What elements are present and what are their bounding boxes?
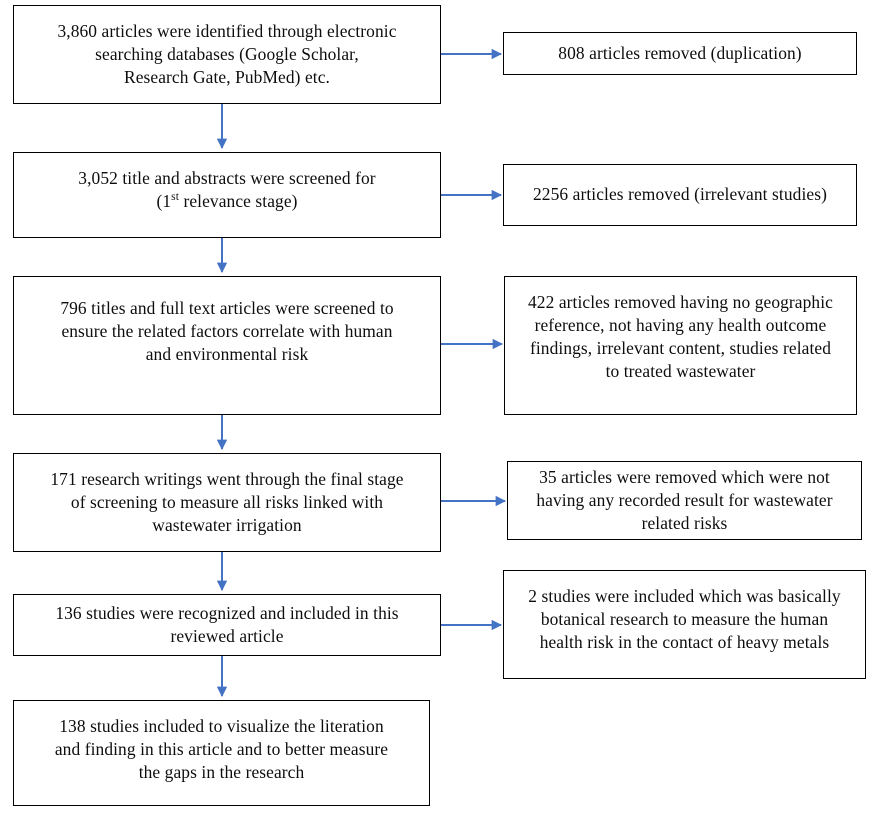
- node-removed-duplication-text: 808 articles removed (duplication): [558, 42, 802, 63]
- ordinal-superscript: st: [171, 191, 179, 204]
- node-final-stage-screening-text: 171 research writings went through the f…: [50, 469, 404, 536]
- node-included-botanical-text: 2 studies were included which was basica…: [528, 586, 841, 653]
- node-final-stage-screening: 171 research writings went through the f…: [13, 453, 441, 552]
- node-removed-no-geographic-reference: 422 articles removed having no geographi…: [504, 276, 857, 415]
- node-screened-titles-abstracts: 3,052 title and abstracts were screened …: [13, 152, 441, 238]
- node-removed-no-recorded-result: 35 articles were removed which were not …: [507, 461, 862, 540]
- node-studies-included-final: 138 studies included to visualize the li…: [13, 700, 430, 806]
- node-full-text-screened-text: 796 titles and full text articles were s…: [60, 298, 394, 365]
- node-screened-titles-abstracts-text: 3,052 title and abstracts were screened …: [78, 168, 376, 212]
- node-removed-irrelevant-text: 2256 articles removed (irrelevant studie…: [533, 184, 827, 205]
- node-full-text-screened: 796 titles and full text articles were s…: [13, 276, 441, 415]
- node-removed-no-geographic-reference-text: 422 articles removed having no geographi…: [528, 292, 833, 382]
- node-identified: 3,860 articles were identified through e…: [13, 5, 441, 104]
- node-studies-recognized: 136 studies were recognized and included…: [13, 594, 441, 656]
- node-removed-irrelevant: 2256 articles removed (irrelevant studie…: [503, 164, 857, 226]
- node-removed-no-recorded-result-text: 35 articles were removed which were not …: [536, 466, 833, 534]
- node-studies-recognized-text: 136 studies were recognized and included…: [55, 602, 399, 646]
- node-studies-included-final-text: 138 studies included to visualize the li…: [54, 716, 389, 783]
- node-removed-duplication: 808 articles removed (duplication): [503, 32, 857, 75]
- node-included-botanical: 2 studies were included which was basica…: [503, 570, 866, 679]
- node-identified-text: 3,860 articles were identified through e…: [57, 21, 397, 88]
